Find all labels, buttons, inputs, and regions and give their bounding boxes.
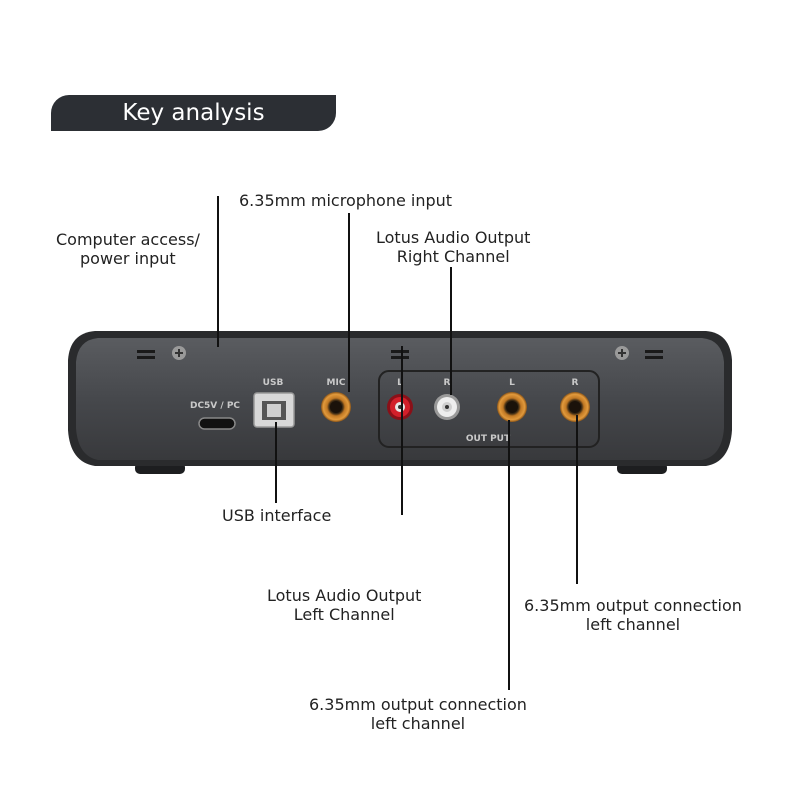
port-label-mic: MIC <box>327 378 346 388</box>
label-computer-access: Computer access/ power input <box>56 230 200 268</box>
label-mic-input: 6.35mm microphone input <box>239 191 453 210</box>
port-label-l1: L <box>397 378 403 388</box>
usb-c-port <box>198 417 236 430</box>
vent-slot-right <box>645 350 663 353</box>
label-usb-interface: USB interface <box>222 506 332 525</box>
port-label-r2: R <box>572 378 579 388</box>
label-output-left-b: 6.35mm output connection left channel <box>309 695 527 733</box>
rca-jack-left-red <box>387 394 413 420</box>
label-lotus-right: Lotus Audio Output Right Channel <box>376 228 531 266</box>
port-label-r1: R <box>444 378 451 388</box>
output-panel-frame <box>378 370 600 448</box>
port-label-dc: DC5V / PC <box>190 401 240 411</box>
vent-slot-right-2 <box>645 356 663 359</box>
label-output-left-a: 6.35mm output connection left channel <box>524 596 742 634</box>
vent-slot-left <box>137 350 155 353</box>
section-title-banner: Key analysis <box>51 95 336 131</box>
vent-slot-center-2 <box>391 356 409 359</box>
rca-jack-right-white <box>434 394 460 420</box>
vent-slot-left-2 <box>137 356 155 359</box>
port-label-output: OUT PUT <box>466 434 511 444</box>
screw-icon-right <box>615 346 629 360</box>
screw-icon-left <box>172 346 186 360</box>
vent-slot-center <box>391 350 409 353</box>
label-lotus-left: Lotus Audio Output Left Channel <box>267 586 422 624</box>
callout-lines <box>217 196 578 690</box>
port-label-l2: L <box>509 378 515 388</box>
port-label-usb: USB <box>263 378 284 388</box>
